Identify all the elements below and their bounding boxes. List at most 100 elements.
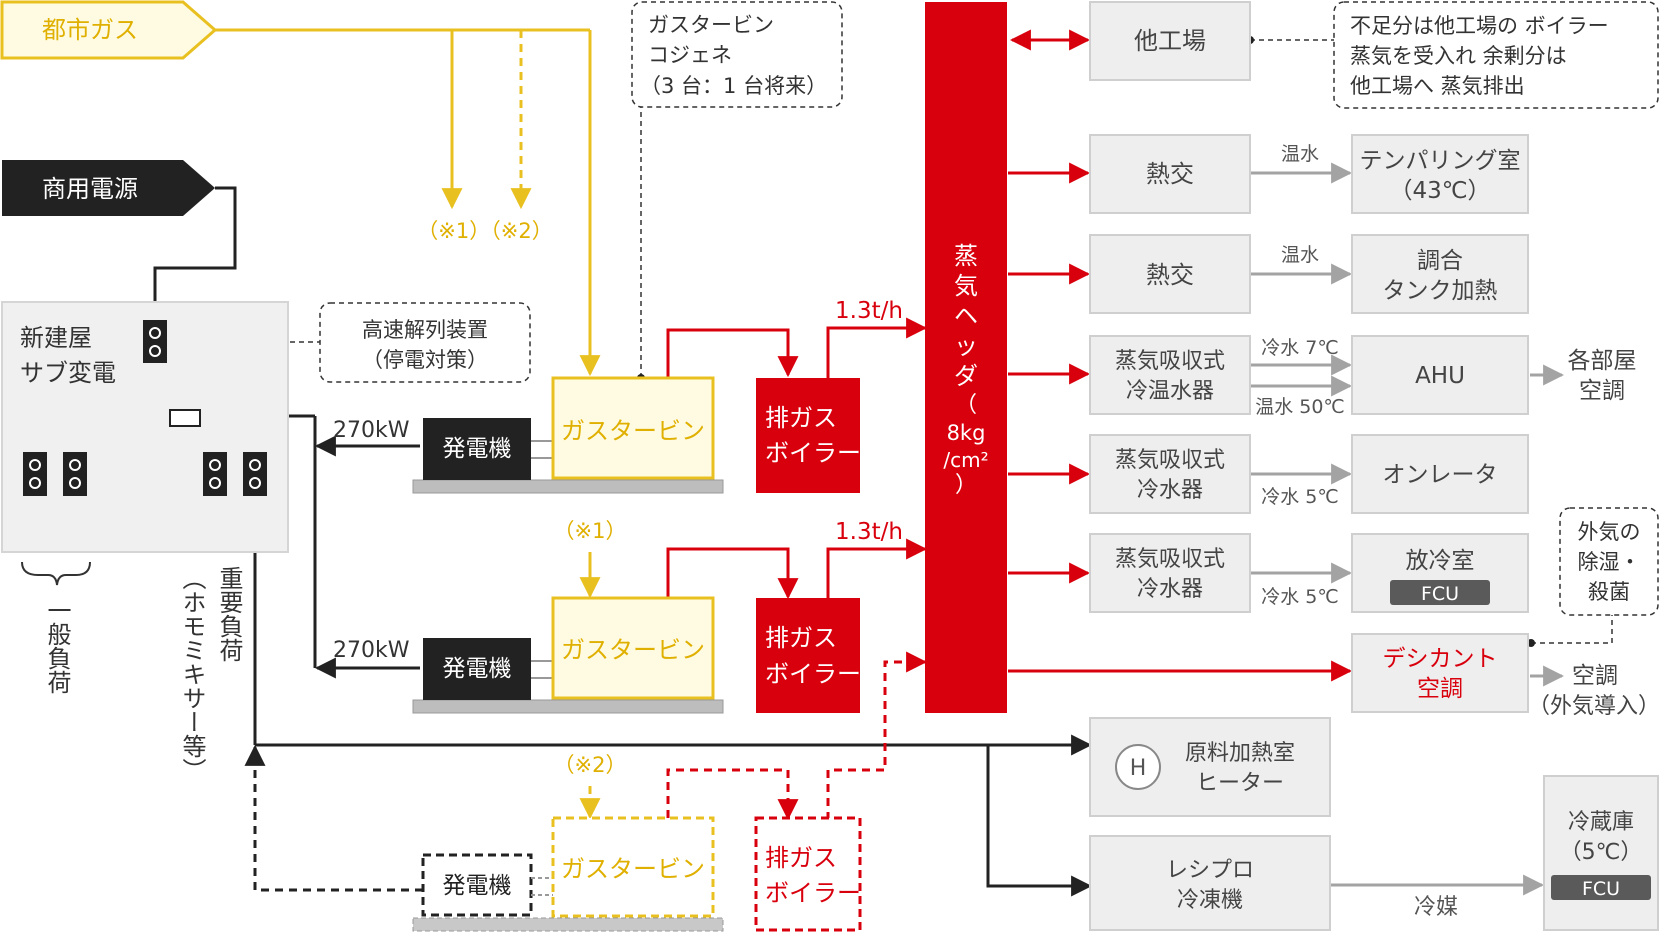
other-factory-note: 不足分は他工場の ボイラー 蒸気を受入れ 余剰分は 他工場へ 蒸気排出 [1333, 1, 1659, 109]
marker-m1m2: （※1）（※2） [417, 219, 552, 243]
svg-text:（43℃）: （43℃） [1389, 178, 1490, 204]
svg-text:ガスタービン: ガスタービン [561, 855, 705, 883]
city-gas-input: 都市ガス [0, 0, 218, 60]
flow-refrigerant: 冷媒 [1414, 895, 1458, 920]
svg-text:タンク加熱: タンク加熱 [1383, 278, 1498, 304]
breaker-general-1 [23, 452, 47, 496]
base-plate-1 [412, 479, 724, 494]
svg-text:オンレータ: オンレータ [1383, 462, 1498, 488]
svg-text:（: （ [955, 393, 977, 418]
svg-text:ボイラー: ボイラー [765, 439, 861, 467]
room-ac-line1: 各部屋 [1568, 348, 1637, 374]
svg-text:排ガス: 排ガス [765, 404, 837, 432]
svg-text:AHU: AHU [1415, 363, 1465, 389]
svg-text:冷水器: 冷水器 [1137, 577, 1203, 602]
fcu-badge-2 [1551, 875, 1651, 900]
flow-hot-water-2: 温水 [1281, 244, 1319, 266]
flow-cold-5-2: 冷水 5℃ [1261, 586, 1338, 608]
svg-text:（停電対策）: （停電対策） [362, 348, 488, 372]
heat-exchanger-2: 熱交 [1089, 234, 1251, 314]
svg-text:サブ変電: サブ変電 [20, 359, 116, 387]
svg-text:H: H [1130, 756, 1147, 781]
exhaust-boiler-2: 排ガス ボイラー [756, 598, 861, 713]
steam-lines [666, 29, 1353, 821]
gas-turbine-2: ガスタービン [551, 596, 715, 700]
svg-text:ダ: ダ [954, 362, 978, 390]
svg-text:蒸気吸収式: 蒸気吸収式 [1115, 349, 1225, 374]
svg-text:冷水器: 冷水器 [1137, 478, 1203, 503]
generator-3-future: 発電機 [421, 853, 533, 917]
svg-text:ヘ: ヘ [954, 302, 978, 330]
svg-text:）: ） [955, 473, 977, 498]
ahu: AHU [1351, 335, 1529, 415]
svg-text:発電機: 発電機 [443, 656, 512, 682]
marker-m2: （※2） [554, 753, 627, 777]
onrator: オンレータ [1351, 434, 1529, 514]
base-plate-2 [412, 699, 724, 714]
marker-m1: （※1） [554, 519, 627, 543]
svg-text:調合: 調合 [1417, 248, 1463, 274]
svg-text:デシカント: デシカント [1383, 646, 1498, 672]
svg-text:冷温水器: 冷温水器 [1126, 379, 1214, 404]
absorption-chiller-1: 蒸気吸収式 冷水器 [1089, 434, 1251, 514]
other-factory: 他工場 [1089, 1, 1251, 81]
base-plate-3 [412, 917, 724, 932]
svg-text:排ガス: 排ガス [765, 844, 837, 872]
exhaust-boiler-1: 排ガス ボイラー [756, 378, 861, 493]
generator-2: 発電機 [423, 638, 531, 700]
gas-turbine-1: ガスタービン [551, 376, 715, 480]
general-load-brace [21, 561, 91, 586]
exhaust-boiler-3-future: 排ガス ボイラー [754, 816, 862, 932]
breaker-main [143, 320, 167, 363]
cold-storage: 冷蔵庫 （5℃） FCU [1543, 775, 1659, 931]
svg-text:ボイラー: ボイラー [765, 879, 861, 907]
svg-text:ッ: ッ [954, 332, 978, 360]
flow-hot-water-1: 温水 [1281, 143, 1319, 165]
svg-text:ボイラー: ボイラー [765, 660, 861, 688]
svg-text:原料加熱室: 原料加熱室 [1185, 741, 1295, 766]
output-270kw-2: 270kW [333, 638, 410, 663]
svg-text:蒸気吸収式: 蒸気吸収式 [1115, 448, 1225, 473]
svg-text:熱交: 熱交 [1146, 261, 1194, 289]
steam-header: 蒸 気 ヘ ッ ダ （ 8kg /cm² ） [925, 2, 1007, 713]
general-load-label: 一般負荷 [43, 598, 71, 694]
svg-text:空調: 空調 [1417, 676, 1463, 702]
room-ac-line2: 空調 [1579, 378, 1625, 404]
absorption-chiller-heater: 蒸気吸収式 冷温水器 [1089, 335, 1251, 415]
heat-exchanger-1: 熱交 [1089, 134, 1251, 214]
flow-cold-5-1: 冷水 5℃ [1261, 486, 1338, 508]
svg-text:商用電源: 商用電源 [42, 175, 138, 203]
svg-text:新建屋: 新建屋 [20, 324, 92, 352]
important-load-note: （ホモミキサー等） [178, 566, 206, 782]
svg-text:ガスタービン: ガスタービン [561, 417, 705, 445]
cooling-room: 放冷室 FCU [1351, 533, 1529, 613]
svg-text:蒸気を受入れ 余剰分は: 蒸気を受入れ 余剰分は [1350, 44, 1567, 68]
svg-text:他工場: 他工場 [1134, 27, 1206, 55]
absorption-chiller-2: 蒸気吸収式 冷水器 [1089, 533, 1251, 613]
outdoor-air-note: 外気の 除湿・ 殺菌 [1559, 507, 1659, 616]
tank-heating: 調合 タンク加熱 [1351, 234, 1529, 314]
svg-text:蒸気吸収式: 蒸気吸収式 [1115, 547, 1225, 572]
svg-text:冷蔵庫: 冷蔵庫 [1568, 810, 1634, 835]
water-lines [1251, 162, 1565, 896]
svg-text:（3 台：1 台将来）: （3 台：1 台将来） [640, 74, 827, 98]
svg-text:コジェネ: コジェネ [648, 43, 732, 67]
cogeneration-note: ガスタービン コジェネ （3 台：1 台将来） [631, 1, 843, 108]
generator-1: 発電機 [423, 418, 531, 480]
svg-text:気: 気 [954, 272, 978, 300]
breaker-important-1 [203, 452, 227, 496]
fast-disconnect-device [169, 409, 201, 427]
svg-text:都市ガス: 都市ガス [42, 16, 138, 44]
fast-disconnect-note: 高速解列装置 （停電対策） [319, 302, 531, 383]
svg-text:他工場へ 蒸気排出: 他工場へ 蒸気排出 [1350, 74, 1525, 98]
svg-text:レシプロ: レシプロ [1166, 858, 1254, 883]
heater-icon [1115, 744, 1161, 790]
heater-room: H 原料加熱室 ヒーター [1089, 717, 1331, 817]
important-load-label: 重要負荷 [215, 566, 243, 662]
svg-text:ガスタービン: ガスタービン [561, 636, 705, 664]
ac-output-note: （外気導入） [1528, 694, 1660, 719]
tempering-room: テンパリング室 （43℃） [1351, 134, 1529, 214]
svg-text:発電機: 発電機 [443, 436, 512, 462]
svg-text:排ガス: 排ガス [765, 624, 837, 652]
